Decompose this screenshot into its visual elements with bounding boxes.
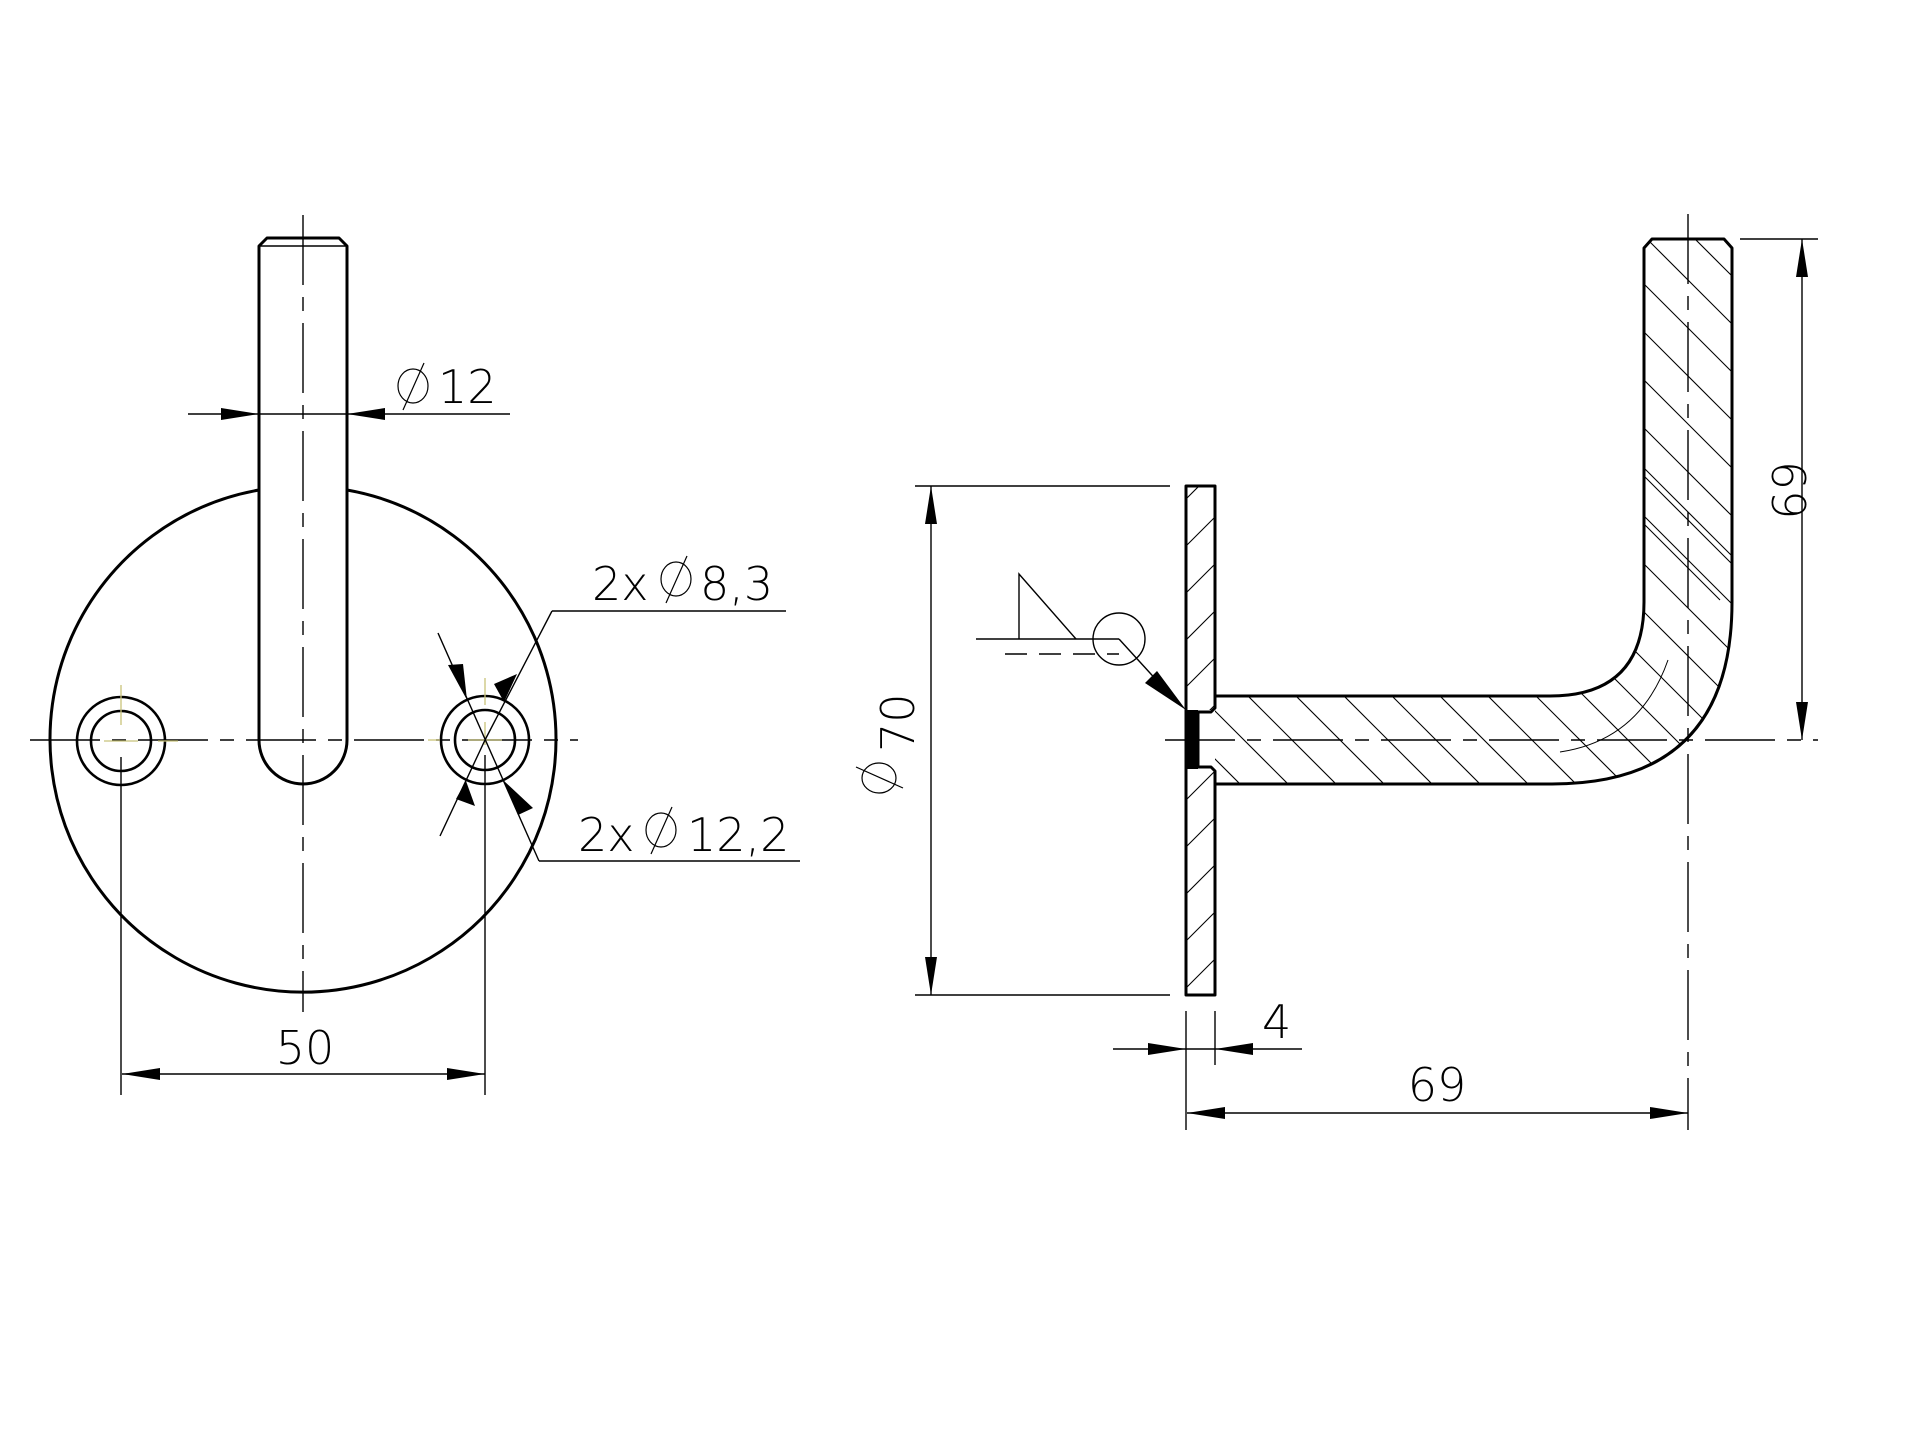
plate-thickness-dimension: 4	[1113, 995, 1302, 1080]
counterbore-diameter-value: 12,2	[687, 808, 789, 862]
plate-diameter-dimension: 70	[855, 485, 1170, 996]
rod-outline	[257, 236, 349, 786]
counterbore-diameter-callout: 2x 12,2	[437, 632, 800, 862]
rod-diameter-value: 12	[438, 360, 497, 414]
bent-bar-outline	[1215, 237, 1734, 786]
vertical-height-value: 69	[1761, 461, 1815, 520]
bar-section-hatch	[1215, 239, 1732, 784]
side-section-view: 70 4 69	[855, 214, 1818, 1130]
front-view: 12 2x 8,3 2x 12,2	[30, 215, 800, 1095]
plate-thickness-value: 4	[1262, 995, 1291, 1049]
plate-diameter-value: 70	[871, 693, 925, 752]
horizontal-length-dimension: 69	[1185, 1058, 1688, 1130]
counterbore-count-prefix: 2x	[578, 808, 635, 862]
hole-spacing-dimension: 50	[122, 1021, 485, 1080]
rod-diameter-dimension: 12	[188, 360, 510, 420]
hole-count-prefix: 2x	[592, 557, 649, 611]
hole-diameter-value: 8,3	[700, 557, 773, 611]
plate-section-hatch	[1186, 486, 1215, 989]
left-hole	[75, 685, 178, 1095]
weld-symbol	[976, 572, 1186, 710]
hole-spacing-value: 50	[276, 1021, 335, 1075]
hole-diameter-callout: 2x 8,3	[439, 555, 786, 837]
horizontal-length-value: 69	[1408, 1058, 1467, 1112]
vertical-height-dimension: 69	[1740, 238, 1818, 740]
